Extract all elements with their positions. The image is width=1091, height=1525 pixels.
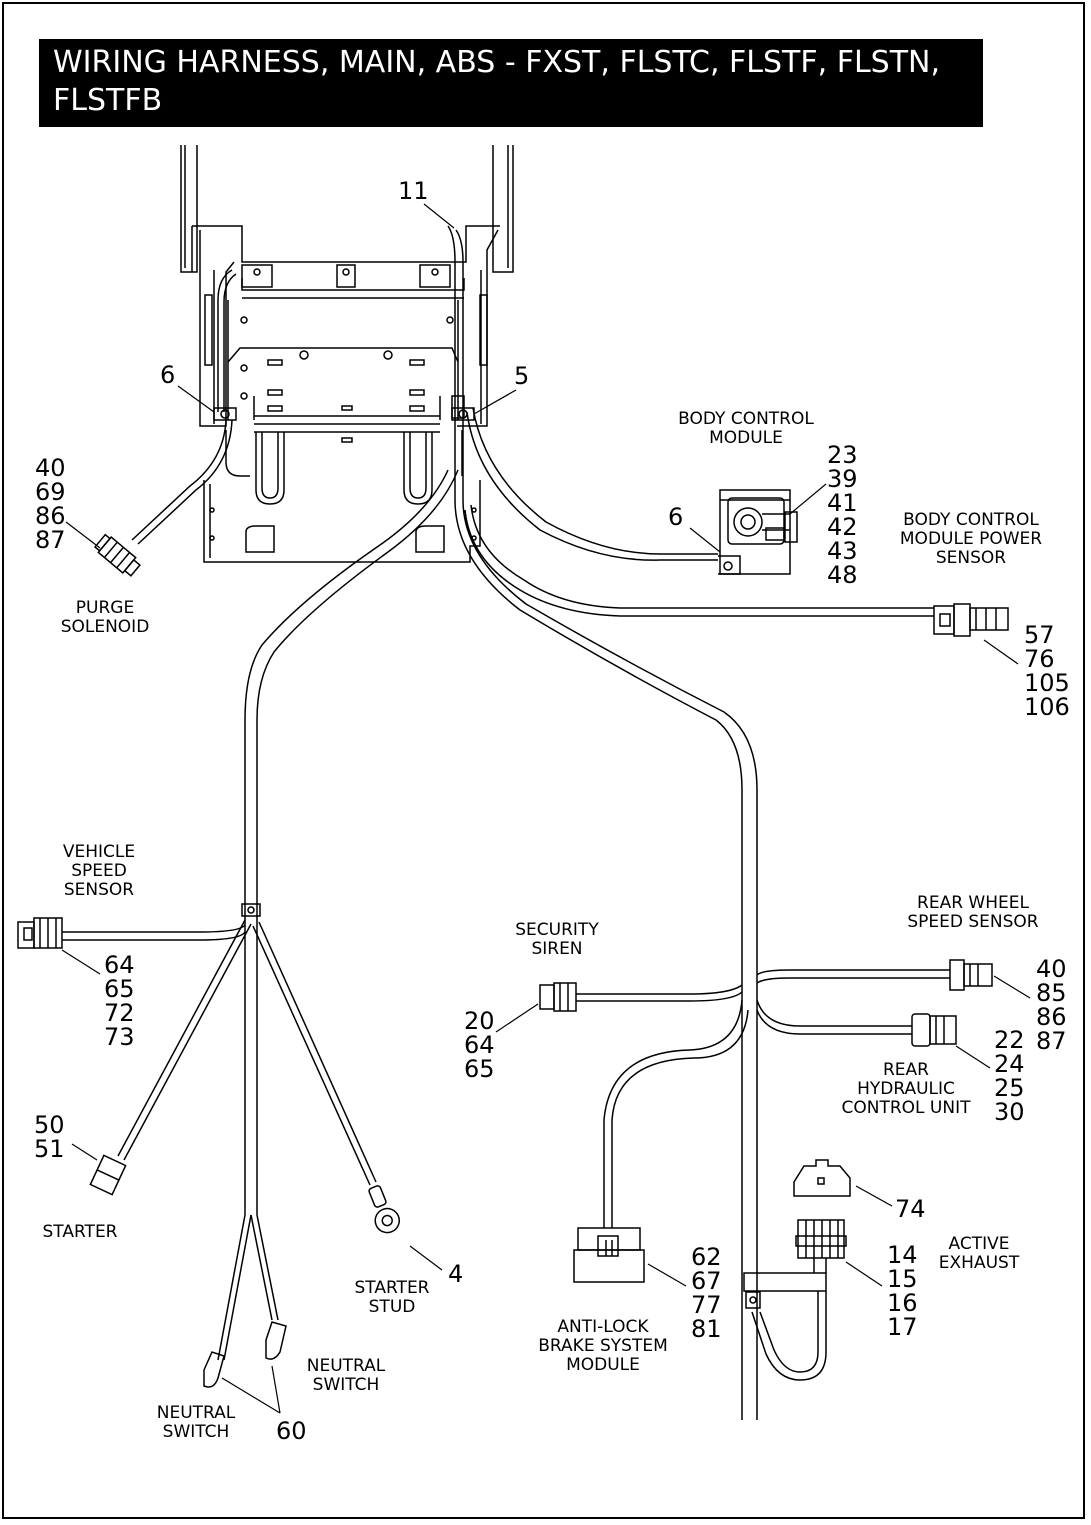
bcm-power-sensor-connector — [933, 603, 1009, 637]
vss-branch — [17, 917, 246, 949]
callout-74: 74 — [895, 1195, 926, 1223]
abs-module-branch — [573, 999, 749, 1283]
callout-5: 5 — [514, 362, 530, 390]
active-exhaust-drawing — [751, 1159, 851, 1381]
body-control-module-drawing — [718, 489, 798, 575]
frame-bracket — [180, 145, 514, 563]
security-siren-branch — [539, 982, 743, 1012]
callout-6-frame: 6 — [160, 361, 176, 389]
starter-stud-branch — [252, 921, 400, 1234]
diagram-title: WIRING HARNESS, MAIN, ABS - FXST, FLSTC,… — [39, 39, 983, 127]
rear-sensor-branches — [756, 959, 993, 1047]
callout-6-bcm: 6 — [668, 503, 684, 531]
starter-branch — [89, 919, 252, 1196]
purge-solenoid-branch — [93, 419, 233, 577]
harness-trunks — [217, 225, 934, 1420]
clips — [213, 395, 827, 1309]
callout-starter-stud: 4 — [448, 1260, 464, 1288]
title-line-2: FLSTFB — [53, 83, 163, 118]
callout-neutral: 60 — [276, 1417, 307, 1445]
leader-lines — [61, 203, 1031, 1414]
title-line-1: WIRING HARNESS, MAIN, ABS - FXST, FLSTC,… — [53, 45, 941, 80]
label-starter: STARTER — [42, 1222, 118, 1242]
neutral-switch-branches — [203, 1214, 287, 1388]
callout-11: 11 — [398, 177, 429, 205]
